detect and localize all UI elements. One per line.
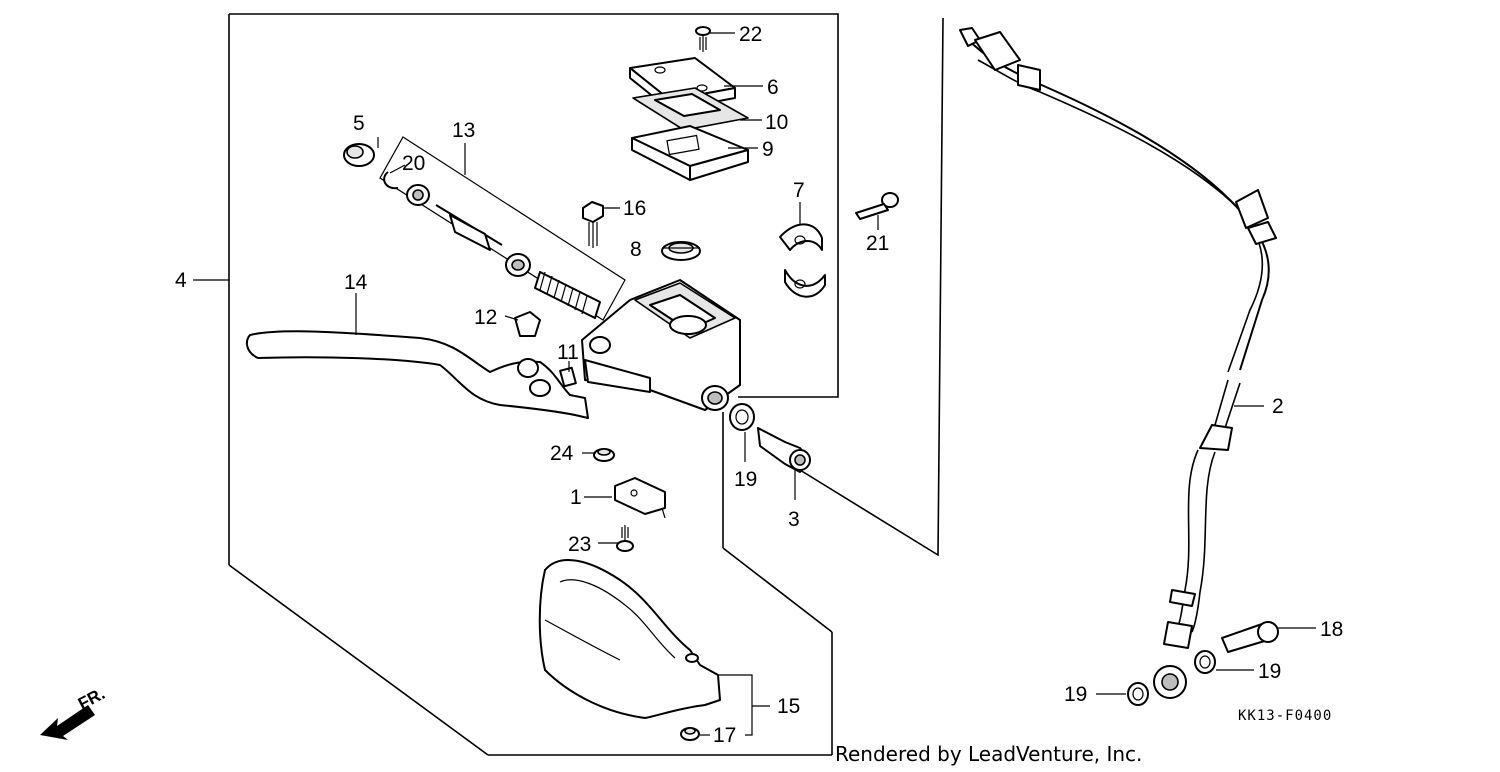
callouts: 1 2 3 4 5 6 7 8 9 10 11 12 13 14 15 16 1… xyxy=(175,23,1343,747)
diaphragm xyxy=(631,125,749,181)
piston-kit xyxy=(343,136,626,321)
front-direction-label: FR. xyxy=(75,684,108,714)
assembly-boundary xyxy=(228,13,944,756)
brake-hose xyxy=(959,27,1277,699)
bolt-21 xyxy=(855,192,899,220)
master-cylinder-body xyxy=(581,279,741,411)
diaphragm-plate xyxy=(632,87,749,131)
callout-6[interactable]: 6 xyxy=(767,76,779,99)
callout-19-right[interactable]: 19 xyxy=(1258,660,1281,683)
pivot-cap-12 xyxy=(514,311,541,337)
leader-lines xyxy=(193,32,1316,736)
washer-19-left xyxy=(1127,682,1149,706)
brake-switch xyxy=(614,477,666,519)
washer-19-right xyxy=(1194,650,1216,674)
callout-8[interactable]: 8 xyxy=(630,238,642,261)
callout-20[interactable]: 20 xyxy=(402,152,425,175)
drawing-code: KK13-F0400 xyxy=(1238,708,1332,724)
nut-24 xyxy=(593,448,615,462)
render-credit: Rendered by LeadVenture, Inc. xyxy=(835,742,1142,766)
callout-24[interactable]: 24 xyxy=(550,442,574,465)
screw-22 xyxy=(695,26,711,52)
callout-7[interactable]: 7 xyxy=(793,179,805,202)
callout-2[interactable]: 2 xyxy=(1272,395,1284,418)
callout-1[interactable]: 1 xyxy=(570,486,582,509)
callout-14[interactable]: 14 xyxy=(344,271,368,294)
callout-15[interactable]: 15 xyxy=(777,695,800,718)
callout-12[interactable]: 12 xyxy=(474,306,497,329)
pivot-pin-11 xyxy=(559,366,577,388)
callout-18[interactable]: 18 xyxy=(1320,618,1343,641)
callout-16[interactable]: 16 xyxy=(623,197,646,220)
holder-7 xyxy=(779,223,826,298)
callout-5[interactable]: 5 xyxy=(353,112,365,135)
screw-23 xyxy=(616,525,634,552)
front-direction-arrow-icon xyxy=(40,705,95,740)
callout-3[interactable]: 3 xyxy=(788,508,800,531)
callout-9[interactable]: 9 xyxy=(762,138,774,161)
reservoir-plug-8 xyxy=(661,241,701,261)
callout-17[interactable]: 17 xyxy=(713,724,736,747)
oil-bolt-18 xyxy=(1221,621,1279,653)
callout-19-left[interactable]: 19 xyxy=(1064,683,1087,706)
callout-23[interactable]: 23 xyxy=(568,533,591,556)
bolt-16 xyxy=(582,201,604,248)
washer-19-upper xyxy=(729,403,755,431)
callout-4[interactable]: 4 xyxy=(175,269,187,292)
callout-11[interactable]: 11 xyxy=(557,341,579,364)
callout-19-upper[interactable]: 19 xyxy=(734,468,757,491)
brake-lever xyxy=(245,330,589,419)
oil-bolt-3 xyxy=(757,427,811,473)
lever-guard xyxy=(538,558,721,719)
callout-13[interactable]: 13 xyxy=(452,119,475,142)
callout-22[interactable]: 22 xyxy=(739,23,762,46)
nut-17 xyxy=(680,727,700,741)
callout-21[interactable]: 21 xyxy=(866,232,889,255)
callout-10[interactable]: 10 xyxy=(765,111,788,134)
